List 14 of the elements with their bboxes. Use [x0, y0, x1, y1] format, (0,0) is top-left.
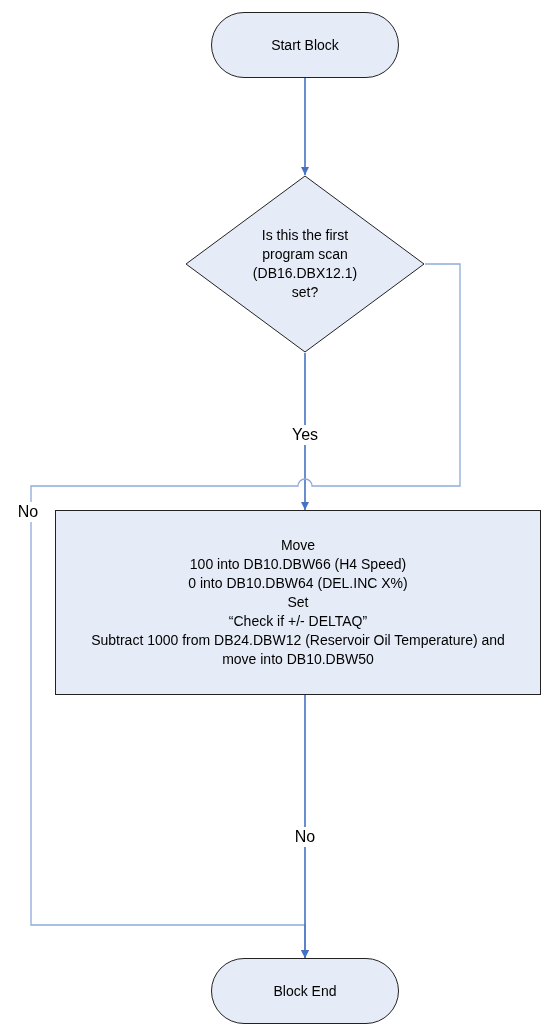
node-text: 100 into DB10.DBW66 (H4 Speed)	[189, 555, 407, 574]
node-text: Block End	[273, 981, 337, 1001]
node-text: Set	[287, 593, 309, 612]
decision-diamond	[185, 175, 425, 353]
node-text: 0 into DB10.DBW64 (DEL.INC X%)	[188, 574, 408, 593]
node-text: Subtract 1000 from DB24.DBW12 (Reservoir Oil Temperature) and move into DB10.DBW50	[90, 631, 506, 669]
arrow	[301, 77, 309, 176]
node-text: Move	[280, 536, 316, 555]
node-text: “Check if +/- DELTAQ”	[228, 612, 368, 631]
arrow	[301, 694, 309, 959]
process-box	[55, 510, 541, 695]
edge-label: Yes	[289, 425, 321, 445]
node-text: Start Block	[271, 35, 339, 55]
node-text: Is this the first program scan (DB16.DBX12.1) set?	[251, 226, 359, 302]
